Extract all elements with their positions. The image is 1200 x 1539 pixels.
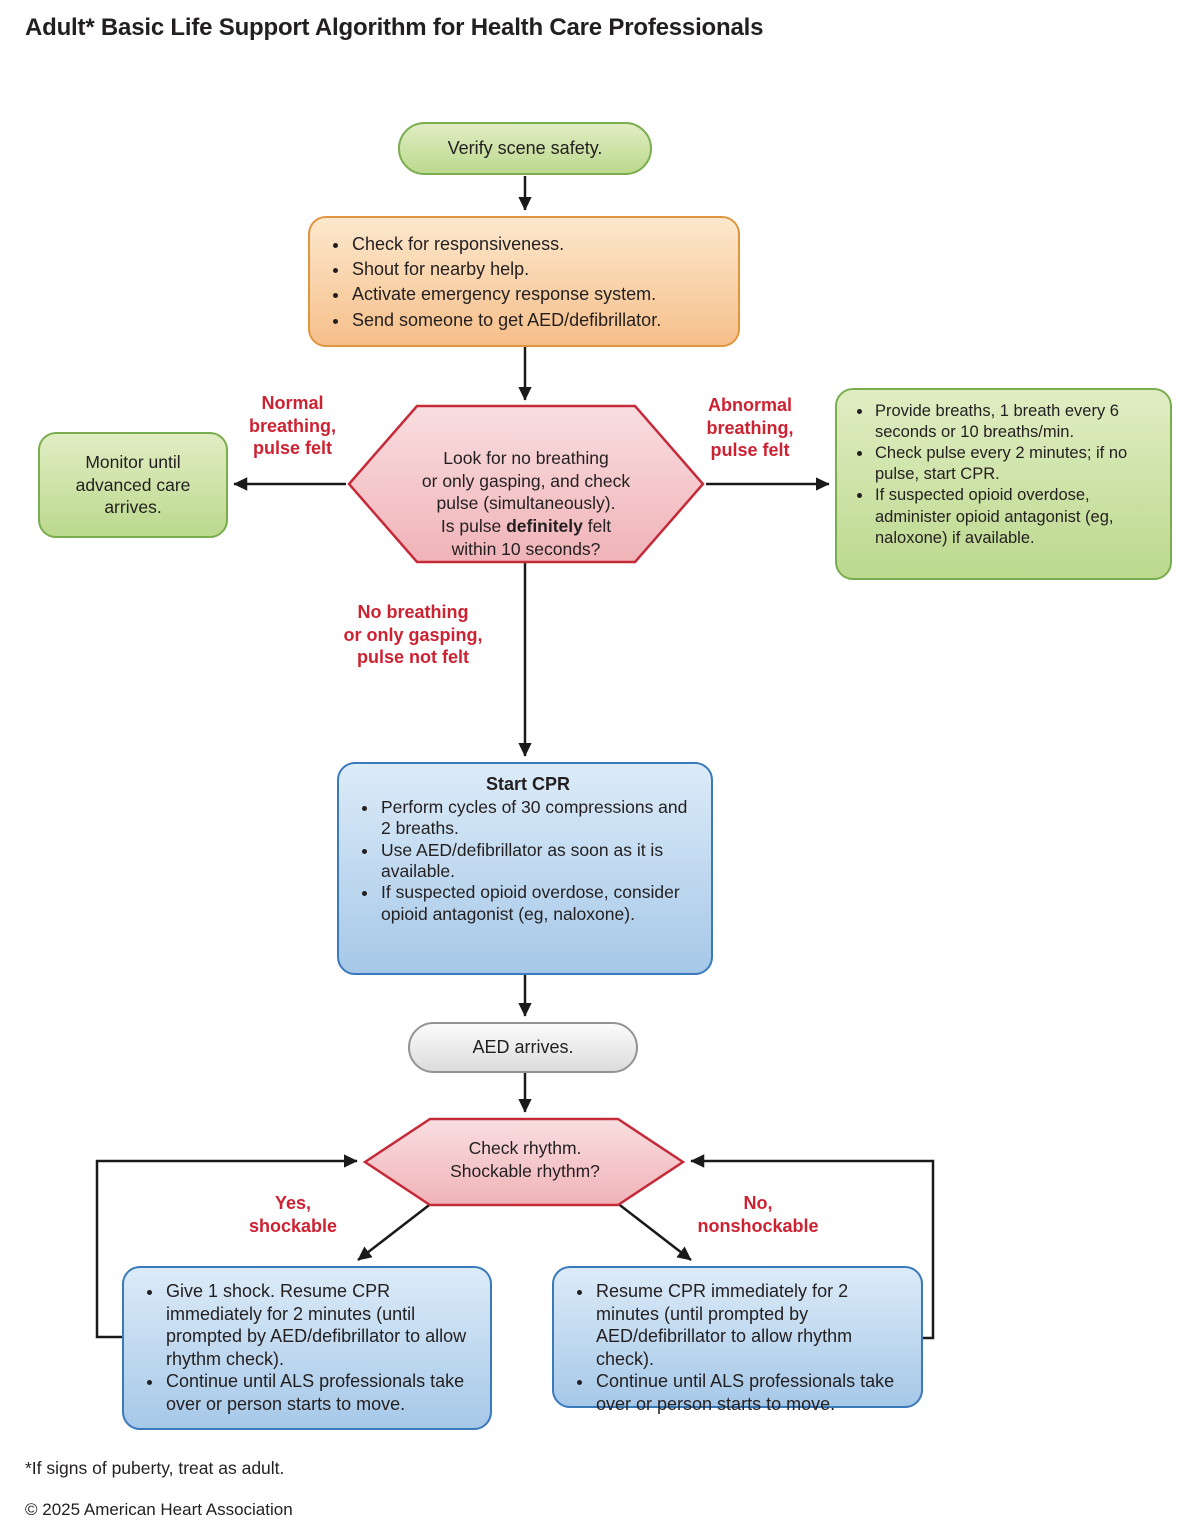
bullet-item: If suspected opioid overdose, administer…: [873, 485, 1162, 548]
bullet-item: Check pulse every 2 minutes; if no pulse…: [873, 443, 1162, 485]
bullet-item: Activate emergency response system.: [350, 282, 726, 307]
rescue-breathing-list: Provide breaths, 1 breath every 6 second…: [849, 401, 1162, 549]
aed-arrives-box: AED arrives.: [408, 1022, 638, 1073]
bullet-item: Use AED/defibrillator as soon as it is a…: [379, 840, 701, 883]
footnote-puberty: *If signs of puberty, treat as adult.: [25, 1458, 285, 1478]
bullet-item: Resume CPR immediately for 2 minutes (un…: [594, 1280, 913, 1370]
start-cpr-list: Perform cycles of 30 compressions and 2 …: [355, 797, 701, 925]
bullet-item: If suspected opioid overdose, consider o…: [379, 882, 701, 925]
initial-actions-list: Check for responsiveness.Shout for nearb…: [326, 232, 726, 333]
rescue-breathing-box: Provide breaths, 1 breath every 6 second…: [835, 388, 1172, 580]
assess-bold-word: definitely: [506, 516, 583, 536]
aed-arrives-text: AED arrives.: [472, 1037, 574, 1057]
branch-label-abnormal-breathing: Abnormal breathing, pulse felt: [706, 395, 794, 461]
breathing-pulse-check-text: Look for no breathing or only gasping, a…: [375, 424, 677, 561]
bullet-item: Give 1 shock. Resume CPR immediately for…: [164, 1280, 480, 1370]
bullet-item: Check for responsiveness.: [350, 232, 726, 257]
bullet-item: Continue until ALS professionals take ov…: [164, 1370, 480, 1415]
monitor-box: Monitor until advanced care arrives.: [38, 432, 228, 538]
branch-label-yes-shockable: Yes, shockable: [248, 1193, 338, 1236]
start-cpr-box: Start CPR Perform cycles of 30 compressi…: [337, 762, 713, 975]
shockable-actions-list: Give 1 shock. Resume CPR immediately for…: [140, 1280, 480, 1415]
verify-scene-safety-text: Verify scene safety.: [447, 138, 603, 158]
nonshockable-actions-list: Resume CPR immediately for 2 minutes (un…: [570, 1280, 913, 1415]
bullet-item: Provide breaths, 1 breath every 6 second…: [873, 401, 1162, 443]
branch-label-no-nonshockable: No, nonshockable: [697, 1193, 819, 1236]
bullet-item: Shout for nearby help.: [350, 257, 726, 282]
start-cpr-title: Start CPR: [485, 774, 570, 794]
bullet-item: Perform cycles of 30 compressions and 2 …: [379, 797, 701, 840]
monitor-text: Monitor until advanced care arrives.: [75, 451, 191, 518]
assess-text-end: felt within 10 seconds?: [451, 516, 612, 559]
bullet-item: Continue until ALS professionals take ov…: [594, 1370, 913, 1415]
check-rhythm-text: Check rhythm. Shockable rhythm?: [450, 1138, 600, 1181]
arrow-rhythm-to-shock: [357, 1198, 438, 1261]
copyright-line: © 2025 American Heart Association: [25, 1500, 293, 1519]
nonshockable-actions-box: Resume CPR immediately for 2 minutes (un…: [552, 1266, 923, 1414]
bullet-item: Send someone to get AED/defibrillator.: [350, 308, 726, 333]
arrow-rhythm-to-noshock: [611, 1198, 692, 1261]
verify-scene-safety-box: Verify scene safety.: [398, 122, 652, 175]
page-title: Adult* Basic Life Support Algorithm for …: [25, 14, 764, 41]
shockable-actions-box: Give 1 shock. Resume CPR immediately for…: [122, 1266, 492, 1430]
branch-label-normal-breathing: Normal breathing, pulse felt: [248, 393, 336, 459]
branch-label-no-breathing: No breathing or only gasping, pulse not …: [343, 602, 483, 668]
initial-actions-box: Check for responsiveness.Shout for nearb…: [308, 216, 740, 347]
assess-text-start: Look for no breathing or only gasping, a…: [421, 447, 631, 536]
